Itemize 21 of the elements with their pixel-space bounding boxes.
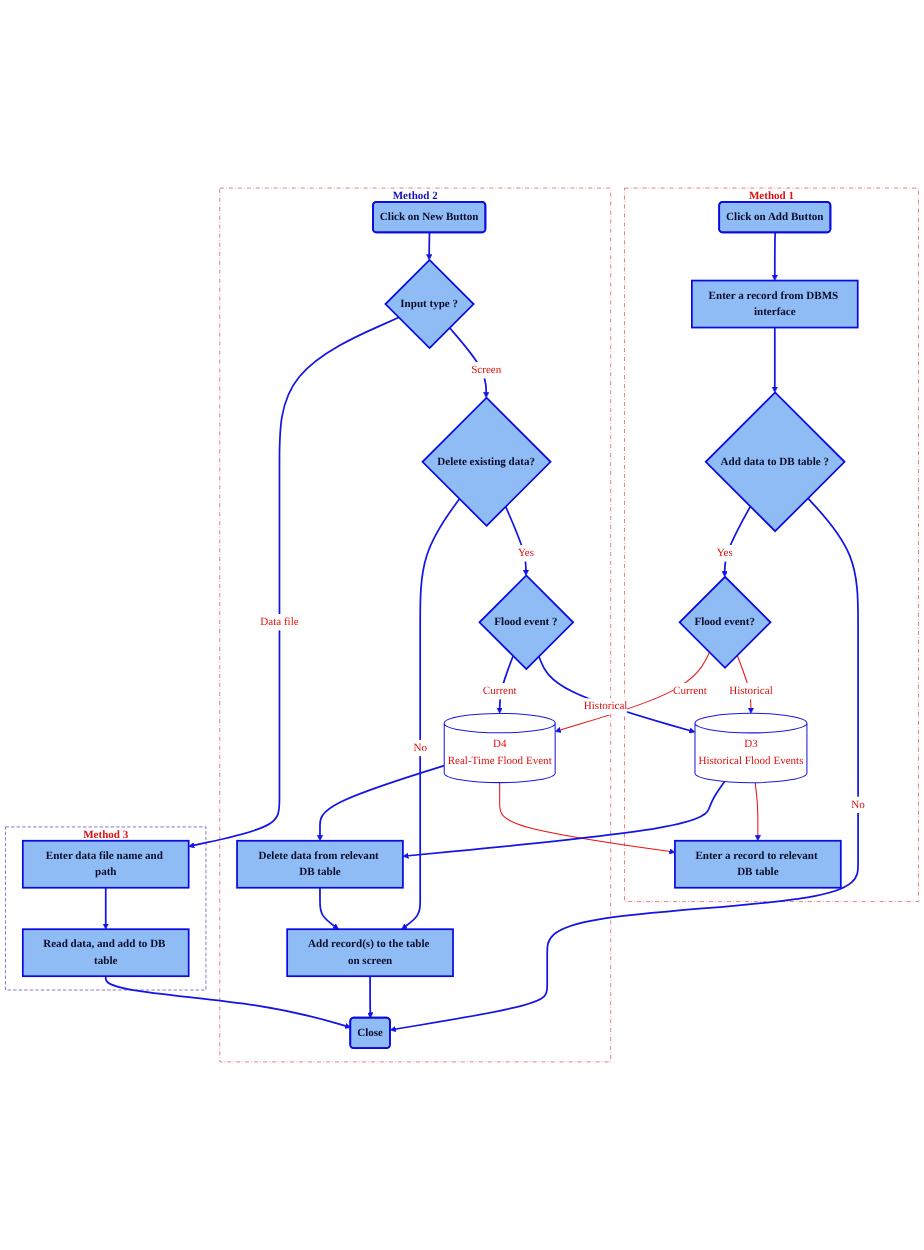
arrow [402, 780, 726, 859]
arrow [504, 505, 529, 576]
arrow [319, 886, 339, 930]
arrow [367, 975, 374, 1019]
arrow [754, 782, 761, 841]
arrow [426, 231, 433, 261]
arrow [389, 497, 859, 1033]
arrow [721, 505, 752, 578]
arrow [496, 655, 514, 714]
arrow [401, 498, 461, 930]
arrow [538, 655, 696, 734]
arrow [104, 975, 351, 1029]
arrow [771, 326, 778, 393]
arrow [554, 652, 710, 733]
arrow [102, 886, 109, 930]
arrow [499, 782, 676, 855]
arrow [771, 231, 778, 281]
arrow [736, 654, 754, 714]
arrow [188, 316, 400, 849]
arrow [316, 764, 446, 841]
arrow [448, 326, 490, 399]
